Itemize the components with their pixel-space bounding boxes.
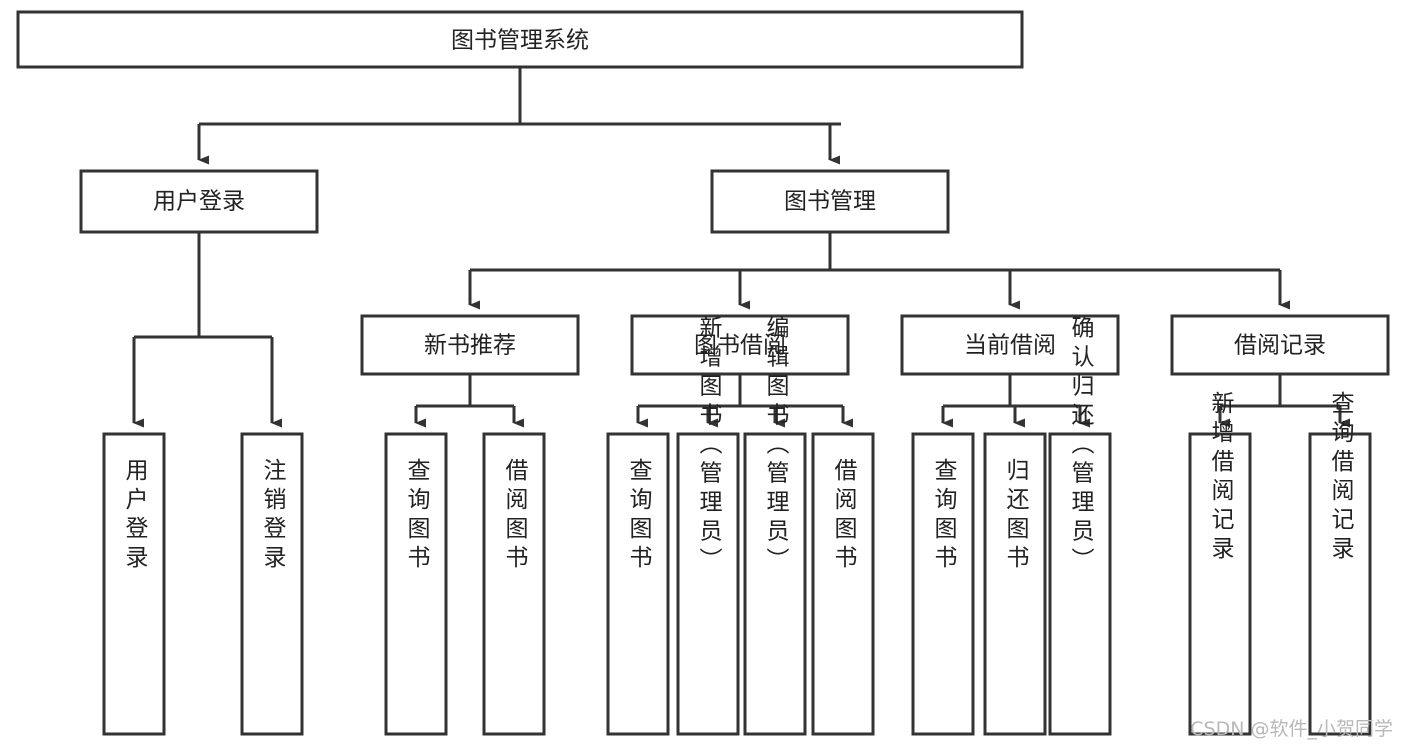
node-leaf-add-book-admin[interactable]: 新增图书（管理员） xyxy=(676,316,740,736)
node-leaf-add-borrow-record[interactable]: 新增借阅记录 xyxy=(1188,391,1252,736)
node-leaf-query-book-2-label: 查询图书 xyxy=(625,458,653,574)
node-root[interactable]: 图书管理系统 xyxy=(16,10,1024,69)
node-user-login[interactable]: 用户登录 xyxy=(79,169,319,234)
node-leaf-logout-label: 注销登录 xyxy=(259,458,287,574)
node-leaf-return-book-box[interactable] xyxy=(983,432,1047,736)
node-leaf-query-book-1-label: 查询图书 xyxy=(403,458,431,574)
node-leaf-query-book-2-box[interactable] xyxy=(606,432,670,736)
node-leaf-confirm-return-admin[interactable]: 确认归还（管理员） xyxy=(1048,316,1112,736)
node-leaf-borrow-book-2-box[interactable] xyxy=(811,432,875,736)
node-leaf-borrow-book-2-label: 借阅图书 xyxy=(830,458,858,574)
node-leaf-user-login-label: 用户登录 xyxy=(121,458,149,574)
node-leaf-query-book-2[interactable]: 查询图书 xyxy=(606,432,670,736)
node-leaf-user-login-box[interactable] xyxy=(102,432,166,736)
node-leaf-query-borrow-record[interactable]: 查询借阅记录 xyxy=(1308,391,1372,736)
node-leaf-add-book-admin-box[interactable] xyxy=(676,432,740,736)
node-leaf-add-book-admin-label: 新增图书（管理员） xyxy=(695,316,723,577)
node-book-manage[interactable]: 图书管理 xyxy=(710,169,950,234)
node-user-login-label: 用户登录 xyxy=(153,189,245,215)
node-leaf-query-book-1-box[interactable] xyxy=(384,432,448,736)
node-leaf-query-book-1[interactable]: 查询图书 xyxy=(384,432,448,736)
node-borrow-record-label: 借阅记录 xyxy=(1234,333,1326,359)
node-leaf-logout-box[interactable] xyxy=(240,432,304,736)
node-new-book-recommend[interactable]: 新书推荐 xyxy=(360,314,580,376)
node-leaf-query-book-3-label: 查询图书 xyxy=(930,458,958,574)
node-user-login-box[interactable] xyxy=(79,169,319,234)
node-leaf-return-book[interactable]: 归还图书 xyxy=(983,432,1047,736)
node-leaf-borrow-book-1[interactable]: 借阅图书 xyxy=(482,432,546,736)
connectors-current-borrow-to-leaves xyxy=(941,374,1090,428)
node-current-borrow-box[interactable] xyxy=(900,314,1120,376)
node-leaf-return-book-label: 归还图书 xyxy=(1002,458,1030,574)
node-leaf-borrow-book-1-box[interactable] xyxy=(482,432,546,736)
node-new-book-recommend-box[interactable] xyxy=(360,314,580,376)
node-leaf-confirm-return-admin-label: 确认归还（管理员） xyxy=(1067,316,1095,577)
connectors-book-manage-to-level3 xyxy=(468,232,1290,310)
node-new-book-recommend-label: 新书推荐 xyxy=(424,333,516,359)
node-root-box[interactable] xyxy=(16,10,1024,69)
node-book-borrow[interactable]: 图书借阅 xyxy=(630,314,850,376)
node-leaf-logout[interactable]: 注销登录 xyxy=(240,432,304,736)
node-leaf-edit-book-admin-box[interactable] xyxy=(743,432,807,736)
connectors-root-to-level2 xyxy=(197,67,841,165)
node-current-borrow-label: 当前借阅 xyxy=(964,333,1056,359)
node-leaf-add-borrow-record-box[interactable] xyxy=(1188,432,1252,736)
node-root-label: 图书管理系统 xyxy=(451,28,589,54)
node-leaf-user-login[interactable]: 用户登录 xyxy=(102,432,166,736)
node-leaf-confirm-return-admin-box[interactable] xyxy=(1048,432,1112,736)
node-borrow-record[interactable]: 借阅记录 xyxy=(1170,314,1390,376)
node-book-manage-box[interactable] xyxy=(710,169,950,234)
node-leaf-borrow-book-1-label: 借阅图书 xyxy=(501,458,529,574)
connectors-book-borrow-to-leaves xyxy=(636,374,853,428)
node-leaf-edit-book-admin[interactable]: 编辑图书（管理员） xyxy=(743,316,807,736)
connectors-borrow-record-to-leaves xyxy=(1218,374,1350,428)
node-leaf-query-borrow-record-box[interactable] xyxy=(1308,432,1372,736)
node-borrow-record-box[interactable] xyxy=(1170,314,1390,376)
connectors-user-login-to-leaves xyxy=(132,232,282,428)
node-leaf-query-book-3[interactable]: 查询图书 xyxy=(911,432,975,736)
node-current-borrow[interactable]: 当前借阅 xyxy=(900,314,1120,376)
node-book-borrow-label: 图书借阅 xyxy=(694,333,786,359)
node-book-manage-label: 图书管理 xyxy=(784,189,876,215)
node-leaf-borrow-book-2[interactable]: 借阅图书 xyxy=(811,432,875,736)
connectors-new-book-recommend-to-leaves xyxy=(414,374,524,428)
node-leaf-edit-book-admin-label: 编辑图书（管理员） xyxy=(762,316,790,577)
node-leaf-query-borrow-record-label: 查询借阅记录 xyxy=(1327,391,1355,565)
node-leaf-add-borrow-record-label: 新增借阅记录 xyxy=(1207,391,1235,565)
node-leaf-query-book-3-box[interactable] xyxy=(911,432,975,736)
node-book-borrow-box[interactable] xyxy=(630,314,850,376)
